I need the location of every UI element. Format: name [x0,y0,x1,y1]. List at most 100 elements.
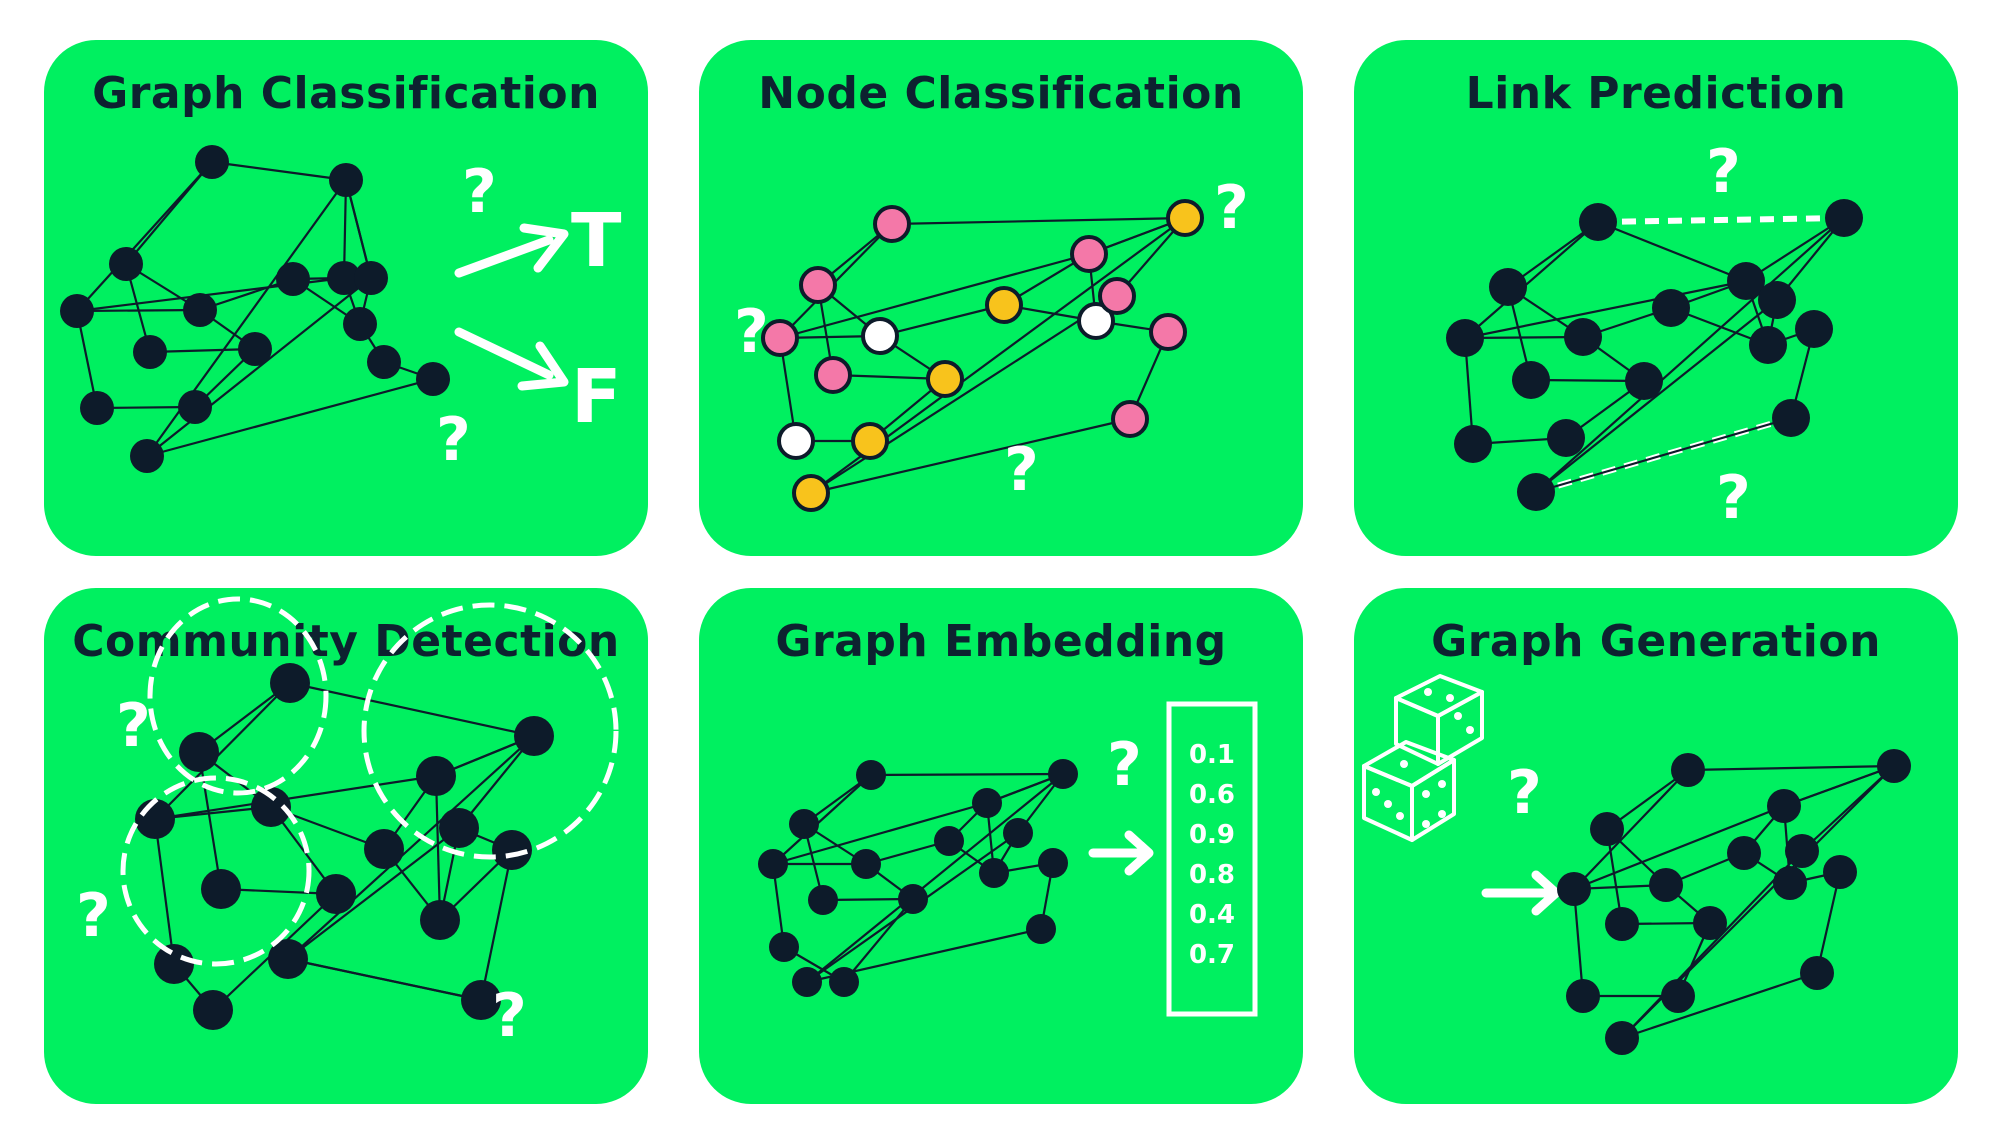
community-circles [120,596,619,967]
graph-node [898,884,928,914]
graph-node [873,205,911,243]
graph-node [777,422,815,460]
question-mark: ? [462,157,497,227]
graph-node [420,900,460,940]
vector-value: 0.9 [1189,820,1235,850]
panel-title: Graph Classification [92,68,600,119]
graph-node [799,266,837,304]
graph [1446,199,1863,511]
graph-edge [1535,416,1792,494]
graph-node [1767,789,1801,823]
graph-node [1048,759,1078,789]
graph-node [1070,235,1108,273]
graph-edge [1597,220,1747,283]
dice-icon [1362,674,1484,842]
arrow-right-icon [1481,870,1561,916]
graph-edge [154,774,437,821]
graph-node [80,391,114,425]
panel-graph-generation: Graph Generation ? [1354,588,1958,1104]
graph-edge [806,773,1064,983]
panel-title: Node Classification [758,68,1244,119]
graph-node [789,809,819,839]
community-circle [147,596,329,796]
question-mark: ? [1107,730,1142,800]
graph-node [792,967,822,997]
graph-node [327,261,361,295]
graph-edge [149,347,256,354]
graph-node [135,799,175,839]
graph-node [1557,872,1591,906]
graph-node [1795,310,1833,348]
graph-node [1517,473,1555,511]
graph-node [1727,262,1765,300]
graph-node [1823,855,1857,889]
graph-node [1149,313,1187,351]
graph-classification-illustration: T F ? ? [60,145,622,475]
graph-edge [287,957,482,1002]
graph-node [109,247,143,281]
graph-node [251,787,291,827]
graph-node [354,261,388,295]
graph-node [1489,268,1527,306]
graph-node [792,474,830,512]
graph-edge [1535,217,1845,493]
graph-node [1038,848,1068,878]
panel-community-detection: Community Detection ? ? ? [44,588,648,1104]
graph-node [1512,361,1550,399]
graph-node [1547,419,1585,457]
link-prediction-illustration: ? ? [1446,137,1863,533]
graph-node [1026,914,1056,944]
graph-node [329,163,363,197]
graph-node [972,788,1002,818]
graph-node [193,990,233,1030]
graph-edge [197,751,223,890]
graph-node [1077,302,1115,340]
graph-node [1758,281,1796,319]
graph-node [1098,277,1136,315]
graph-edge [154,682,291,820]
graph-edge [810,295,1118,494]
graph-edge [287,827,460,960]
graph-node [367,345,401,379]
graph-edge [146,377,434,458]
panel-title: Community Detection [72,616,620,667]
graph-edge [287,735,535,960]
question-mark: ? [436,405,471,475]
graph-edge [1464,335,1584,340]
graph-edge [434,775,442,921]
graph-node [1605,907,1639,941]
panel-link-prediction: Link Prediction ? ? [1354,40,1958,556]
graph-edge [1573,769,1689,890]
graph-edge [891,216,1186,226]
false-label: F [571,354,622,440]
graph-node [201,869,241,909]
graph-node [195,145,229,179]
vector-value: 0.4 [1189,900,1235,930]
graph-edge [870,772,1064,777]
graph-node [1579,203,1617,241]
graph-node [851,849,881,879]
graph [758,759,1078,997]
graph-node [856,760,886,790]
graph-node [1566,979,1600,1013]
graph-node [1166,199,1204,237]
graph-node [1446,319,1484,357]
graph-node [814,356,852,394]
graph-edge [1621,850,1803,1039]
graph-edge [153,818,176,965]
question-mark: ? [492,981,527,1051]
graph-node [758,849,788,879]
graph-node [1773,866,1807,900]
graph-node [1454,425,1492,463]
vector-value: 0.1 [1189,740,1235,770]
graph-node [1564,318,1602,356]
panel-node-classification: Node Classification ? ? ? [699,40,1303,556]
graph-node [364,829,404,869]
graph-edge [76,161,213,312]
graph-node [1825,199,1863,237]
graph-edge [879,303,1005,338]
graph-node [761,319,799,357]
question-mark: ? [1214,173,1249,243]
graph-node [1661,979,1695,1013]
graph-node [934,826,964,856]
